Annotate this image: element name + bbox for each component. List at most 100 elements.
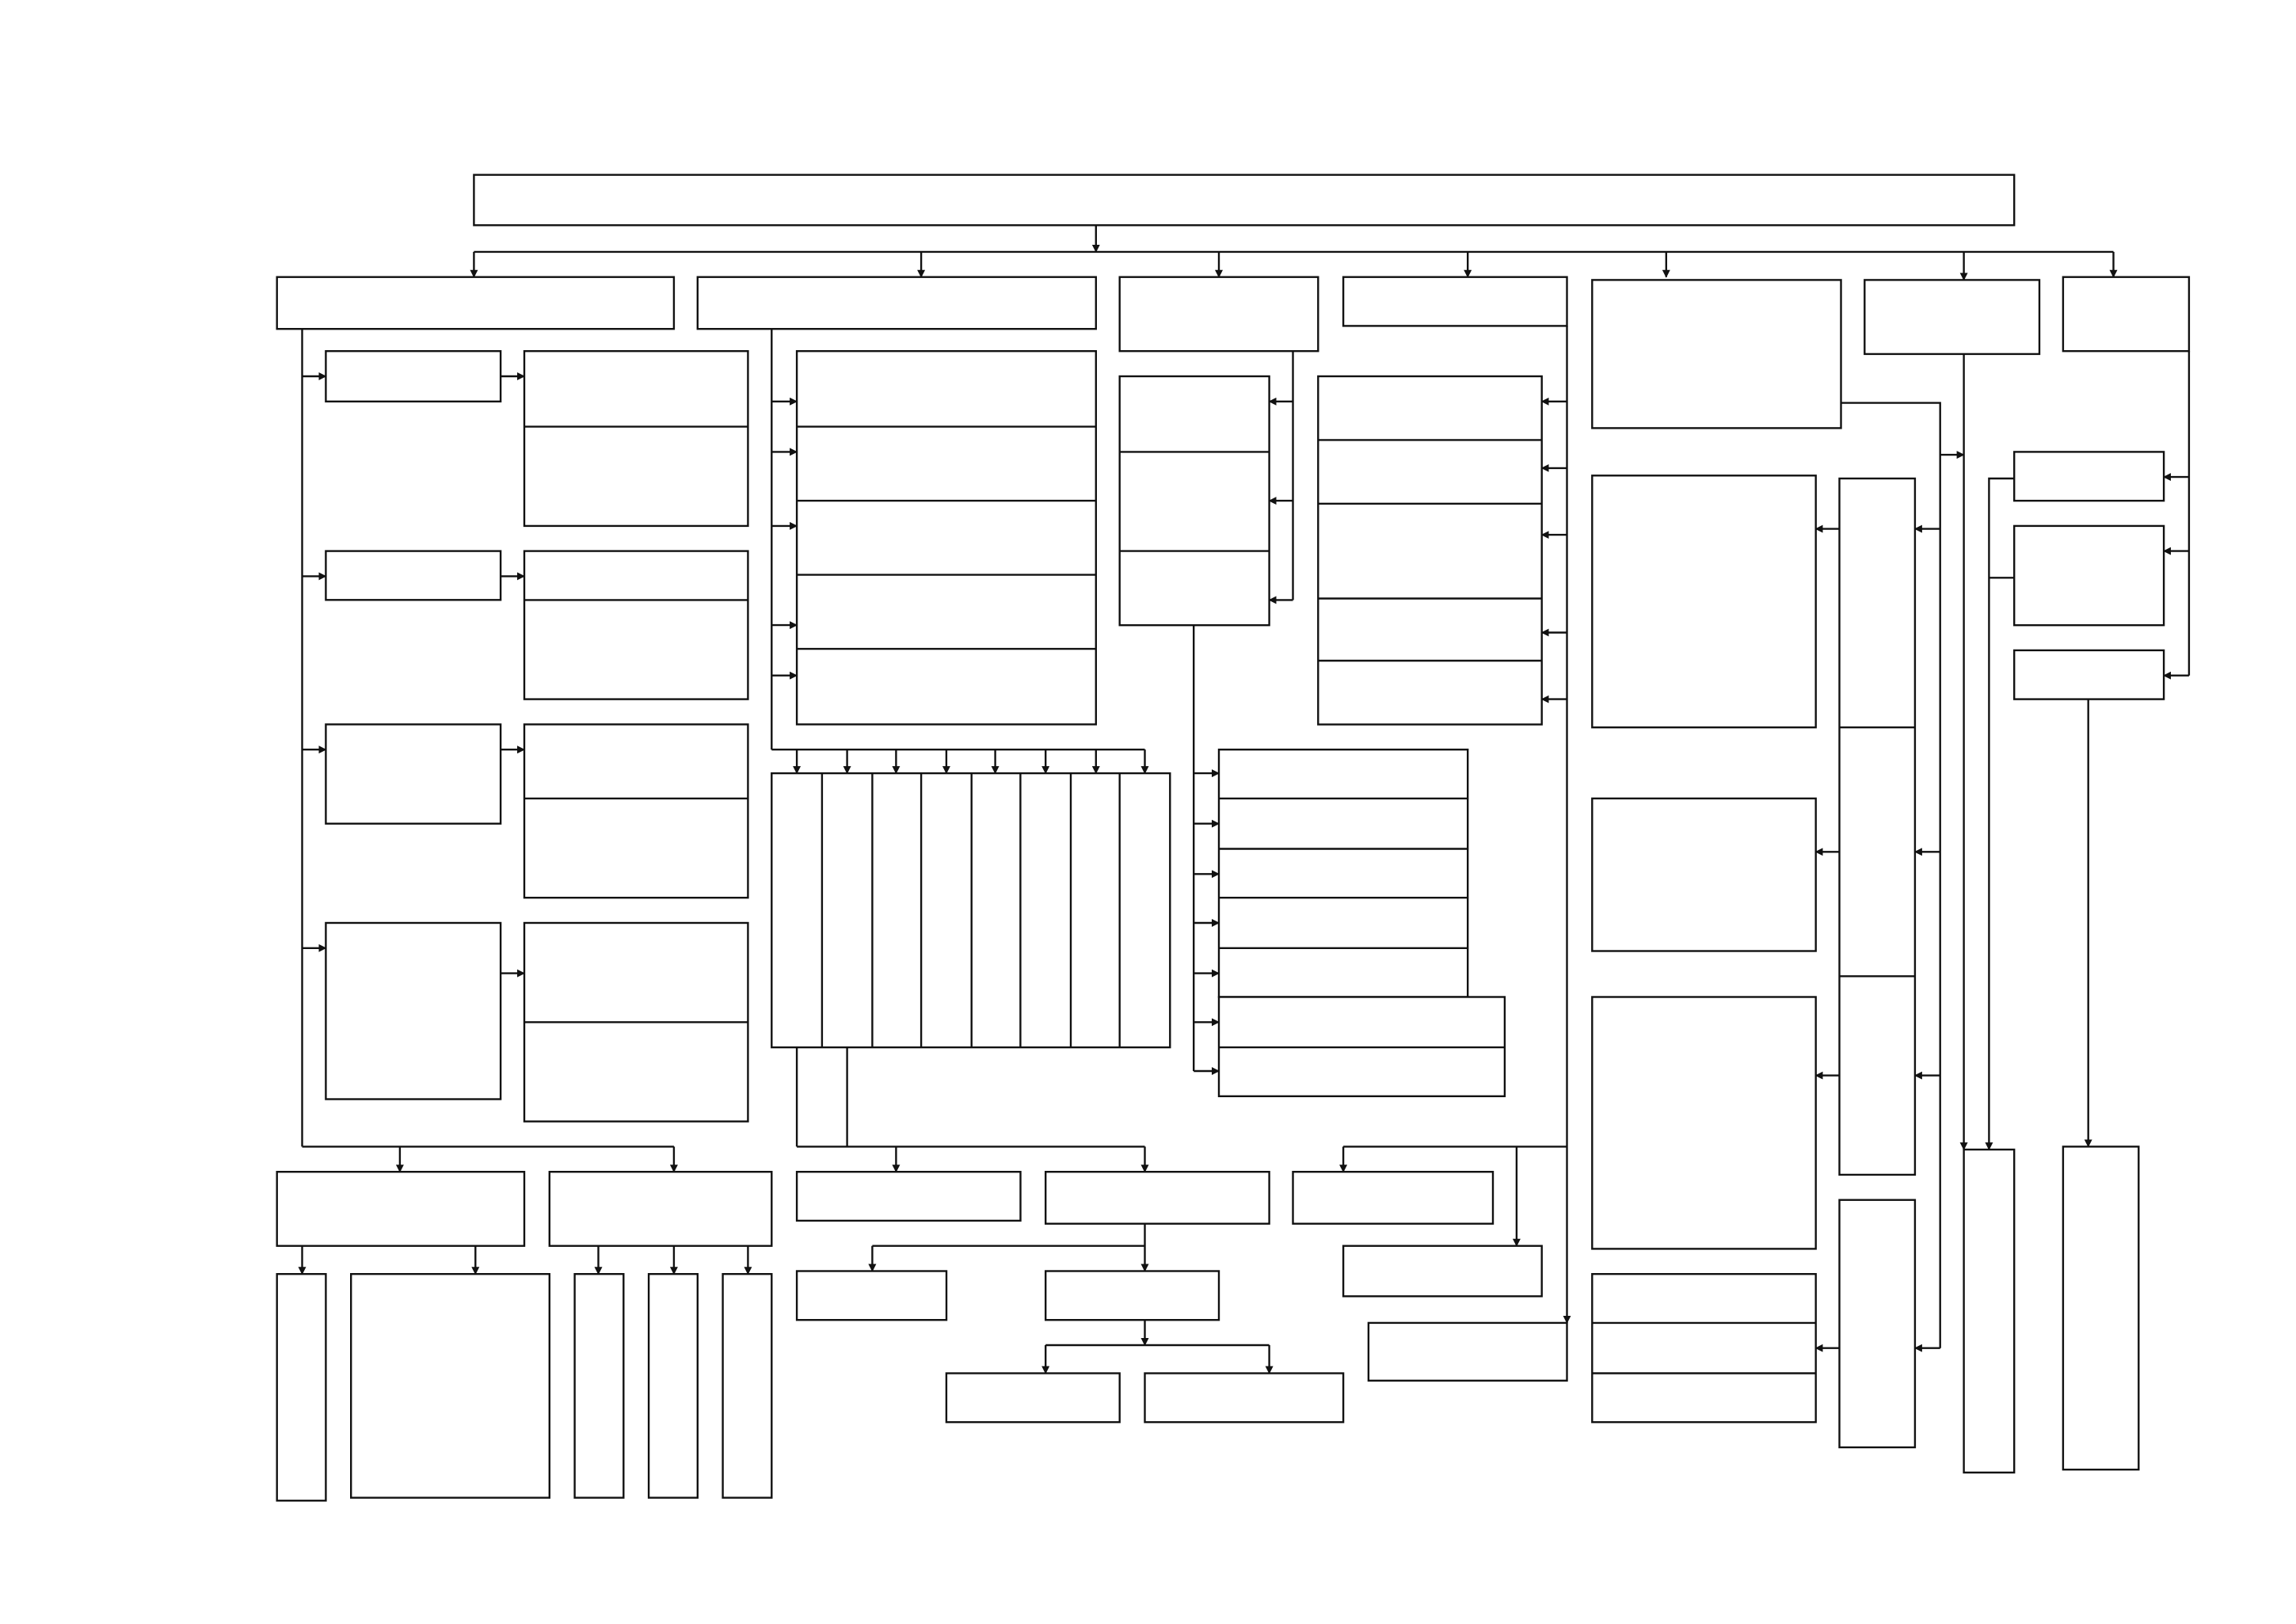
branch-1-box: [276, 276, 676, 330]
b1-item-1-box-outline: [325, 350, 502, 403]
b7-item-2-box-outline: [2012, 524, 2165, 627]
b2-lower-right-box-outline: [1044, 1170, 1270, 1225]
b7-column-box: [2062, 1146, 2140, 1471]
b2-leaf-right-box: [1144, 1372, 1345, 1424]
branch-3-box: [1118, 276, 1319, 353]
b1-leaf-1-box-outline: [276, 1272, 327, 1502]
b4-lower-2-box-outline: [1342, 1245, 1543, 1298]
b1-item-1-box: [325, 350, 502, 403]
b1-item-3-box: [325, 723, 502, 825]
branch-1-box-outline: [276, 276, 676, 330]
branch-6-box: [1864, 279, 2041, 356]
b2-leaf-left-box: [945, 1372, 1121, 1424]
b3-sub-list-box: [1217, 749, 1469, 998]
branch-2-box: [696, 276, 1097, 330]
b2-sub-right-box: [1044, 1270, 1220, 1321]
b2-lower-right-box: [1044, 1170, 1270, 1225]
b7-item-2-box: [2012, 524, 2165, 627]
b5-panel-2-box: [1591, 797, 1817, 952]
root-box: [473, 173, 2016, 227]
b1-item-1-detail-box-outline: [523, 350, 749, 528]
node-layer: [276, 173, 2191, 1502]
b3-list-box-outline: [1118, 375, 1270, 627]
b1-item-4-detail-box: [523, 921, 749, 1123]
b1-leaf-2-box: [350, 1272, 551, 1499]
b1-leaf-1-box: [276, 1272, 327, 1502]
b7-item-1-box-outline: [2012, 451, 2165, 502]
b5-panel-1-box-outline: [1591, 475, 1817, 729]
b5-panel-3-box-outline: [1591, 996, 1817, 1250]
b2-list-box-outline: [795, 350, 1097, 726]
b4-lower-1-box: [1292, 1170, 1494, 1225]
b1-leaf-5-box-outline: [722, 1272, 773, 1499]
branch-4-box: [1342, 276, 1568, 327]
b2-sub-left-box: [795, 1270, 948, 1321]
b1-item-3-box-outline: [325, 723, 502, 825]
b7-item-3-box: [2012, 649, 2165, 700]
branch-6-box-outline: [1864, 279, 2041, 356]
b1-leaf-3-box-outline: [573, 1272, 625, 1499]
b2-sub-left-box-outline: [795, 1270, 948, 1321]
root-box-outline: [473, 173, 2016, 227]
b2-list-box: [795, 350, 1097, 726]
b2-columns-box: [771, 772, 1171, 1049]
b2-leaf-left-box-outline: [945, 1372, 1121, 1424]
b1-item-4-box: [325, 921, 502, 1100]
b4-lower-1-box-outline: [1292, 1170, 1494, 1225]
b1-item-3-detail-box: [523, 723, 749, 899]
b5-panel-4-box-outline: [1591, 1272, 1817, 1424]
b5-panel-2-box-outline: [1591, 797, 1817, 952]
branch-2-box-outline: [696, 276, 1097, 330]
b1-lower-left-box: [276, 1170, 526, 1247]
b5-panel-3-box: [1591, 996, 1817, 1250]
b1-item-2-box: [325, 550, 502, 601]
b3-sub-list-tail-box: [1217, 996, 1506, 1098]
b4-lower-2-box: [1342, 1245, 1543, 1298]
b1-leaf-4-box-outline: [647, 1272, 699, 1499]
branch-5-box: [1591, 279, 1842, 429]
branch-4-box-outline: [1342, 276, 1568, 327]
b4-lower-3-box: [1367, 1321, 1568, 1382]
b1-lower-right-box: [548, 1170, 773, 1247]
b5-column-box-outline: [1838, 477, 1917, 1176]
b1-leaf-5-box: [722, 1272, 773, 1499]
branch-5-box-outline: [1591, 279, 1842, 429]
b5-outer-spine: [1841, 402, 1941, 1348]
b1-leaf-3-box: [573, 1272, 625, 1499]
b6-column-box-outline: [1963, 1148, 2016, 1473]
b2-lower-left-box-outline: [795, 1170, 1022, 1222]
b3-sub-list-box-outline: [1217, 749, 1469, 998]
branch-7-box: [2062, 276, 2191, 353]
b7-item-1-box: [2012, 451, 2165, 502]
b7-item-3-box-outline: [2012, 649, 2165, 700]
b5-column-tail-box: [1838, 1199, 1917, 1449]
b1-item-4-box-outline: [325, 921, 502, 1100]
b2-lower-left-box: [795, 1170, 1022, 1222]
b7-to-b6-link: [1985, 477, 2015, 1151]
b5-column-tail-box-outline: [1838, 1199, 1917, 1449]
b6-column-box: [1963, 1148, 2016, 1473]
b5-column-box: [1838, 477, 1917, 1176]
b2-sub-right-box-outline: [1044, 1270, 1220, 1321]
b1-lower-left-box-outline: [276, 1170, 526, 1247]
connector-layer: [298, 225, 2191, 1374]
b1-item-2-box-outline: [325, 550, 502, 601]
b4-list-box: [1317, 375, 1543, 726]
b4-list-box-outline: [1317, 375, 1543, 726]
branch-3-box-outline: [1118, 276, 1319, 353]
b4-lower-3-box-outline: [1367, 1321, 1568, 1382]
b1-leaf-2-box-outline: [350, 1272, 551, 1499]
b1-item-1-detail-box: [523, 350, 749, 528]
b3-list-box: [1118, 375, 1270, 627]
b1-lower-right-box-outline: [548, 1170, 773, 1247]
b1-item-3-detail-box-outline: [523, 723, 749, 899]
b7-column-box-outline: [2062, 1146, 2140, 1471]
branch-7-box-outline: [2062, 276, 2191, 353]
b2-leaf-right-box-outline: [1144, 1372, 1345, 1424]
b5-panel-4-box: [1591, 1272, 1817, 1424]
b1-leaf-4-box: [647, 1272, 699, 1499]
b1-item-2-detail-box-outline: [523, 550, 749, 700]
b1-item-2-detail-box: [523, 550, 749, 700]
